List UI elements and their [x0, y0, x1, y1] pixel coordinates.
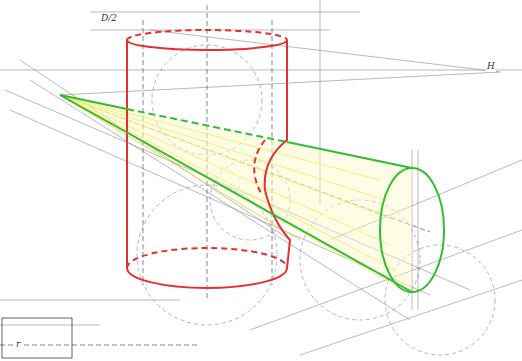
cone-generators [60, 95, 412, 292]
dimension-box [2, 318, 72, 358]
dimension-label: D/2 [100, 14, 118, 24]
cone [60, 95, 444, 292]
cylinder [127, 30, 290, 288]
axis-lines [0, 5, 430, 345]
dimension-label: r [15, 340, 21, 350]
dimension-label: H [486, 62, 496, 72]
